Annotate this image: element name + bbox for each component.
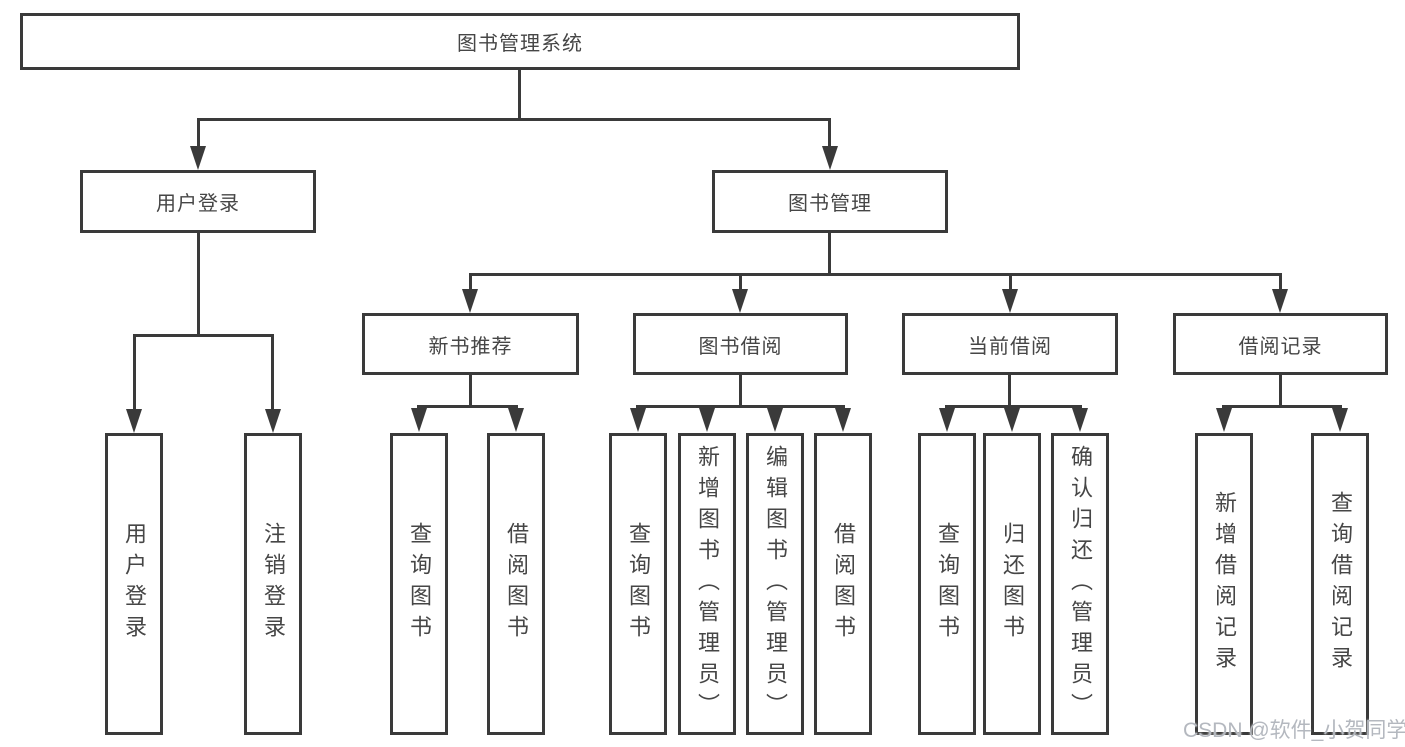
leaf-borrow-books: 借阅图书 — [814, 433, 872, 735]
connector-line — [739, 375, 742, 408]
connector-line — [271, 334, 274, 412]
node-borrowing-records: 借阅记录 — [1173, 313, 1388, 375]
leaf-edit-books-admin: 编辑图书（管理员） — [746, 433, 804, 735]
arrowhead-down-icon — [822, 146, 838, 170]
arrowhead-down-icon — [732, 289, 748, 313]
arrowhead-down-icon — [835, 408, 851, 432]
connector-line — [197, 118, 831, 121]
connector-line — [518, 70, 521, 121]
connector-line — [133, 334, 136, 412]
arrowhead-down-icon — [1072, 408, 1088, 432]
leaf-add-borrow-record: 新增借阅记录 — [1195, 433, 1253, 735]
watermark: CSDN @软件_小贺同学 — [1183, 719, 1405, 742]
arrowhead-down-icon — [190, 146, 206, 170]
arrowhead-down-icon — [265, 409, 281, 433]
leaf-logout: 注销登录 — [244, 433, 302, 735]
connector-line — [1008, 375, 1011, 408]
connector-line — [1279, 375, 1282, 408]
leaf-return-books: 归还图书 — [983, 433, 1041, 735]
arrowhead-down-icon — [699, 408, 715, 432]
leaf-query-books-recommend: 查询图书 — [390, 433, 448, 735]
node-current-borrowing: 当前借阅 — [902, 313, 1118, 375]
leaf-add-books-admin: 新增图书（管理员） — [678, 433, 736, 735]
connector-line — [1279, 273, 1282, 292]
leaf-confirm-return-admin: 确认归还（管理员） — [1051, 433, 1109, 735]
connector-line — [828, 118, 831, 152]
arrowhead-down-icon — [1332, 408, 1348, 432]
arrowhead-down-icon — [462, 289, 478, 313]
arrowhead-down-icon — [126, 409, 142, 433]
arrowhead-down-icon — [767, 408, 783, 432]
connector-line — [469, 273, 1282, 276]
connector-line — [469, 273, 472, 292]
connector-line — [739, 273, 742, 292]
node-book-borrowing: 图书借阅 — [633, 313, 848, 375]
arrowhead-down-icon — [1002, 289, 1018, 313]
arrowhead-down-icon — [1216, 408, 1232, 432]
leaf-query-books-current: 查询图书 — [918, 433, 976, 735]
node-new-book-recommendation: 新书推荐 — [362, 313, 579, 375]
arrowhead-down-icon — [508, 408, 524, 432]
node-user-login: 用户登录 — [80, 170, 316, 233]
connector-line — [197, 118, 200, 152]
arrowhead-down-icon — [411, 408, 427, 432]
arrowhead-down-icon — [630, 408, 646, 432]
connector-line — [828, 233, 831, 276]
connector-line — [945, 405, 1082, 408]
arrowhead-down-icon — [1004, 408, 1020, 432]
connector-line — [417, 405, 518, 408]
connector-line — [636, 405, 845, 408]
leaf-user-login: 用户登录 — [105, 433, 163, 735]
leaf-borrow-books-recommend: 借阅图书 — [487, 433, 545, 735]
leaf-query-books-borrow: 查询图书 — [609, 433, 667, 735]
connector-line — [469, 375, 472, 408]
arrowhead-down-icon — [1272, 289, 1288, 313]
node-book-management: 图书管理 — [712, 170, 948, 233]
connector-line — [1222, 405, 1342, 408]
leaf-query-borrow-record: 查询借阅记录 — [1311, 433, 1369, 735]
connector-line — [1009, 273, 1012, 292]
connector-line — [197, 233, 200, 337]
connector-line — [133, 334, 274, 337]
arrowhead-down-icon — [939, 408, 955, 432]
node-library-management-system: 图书管理系统 — [20, 13, 1020, 70]
